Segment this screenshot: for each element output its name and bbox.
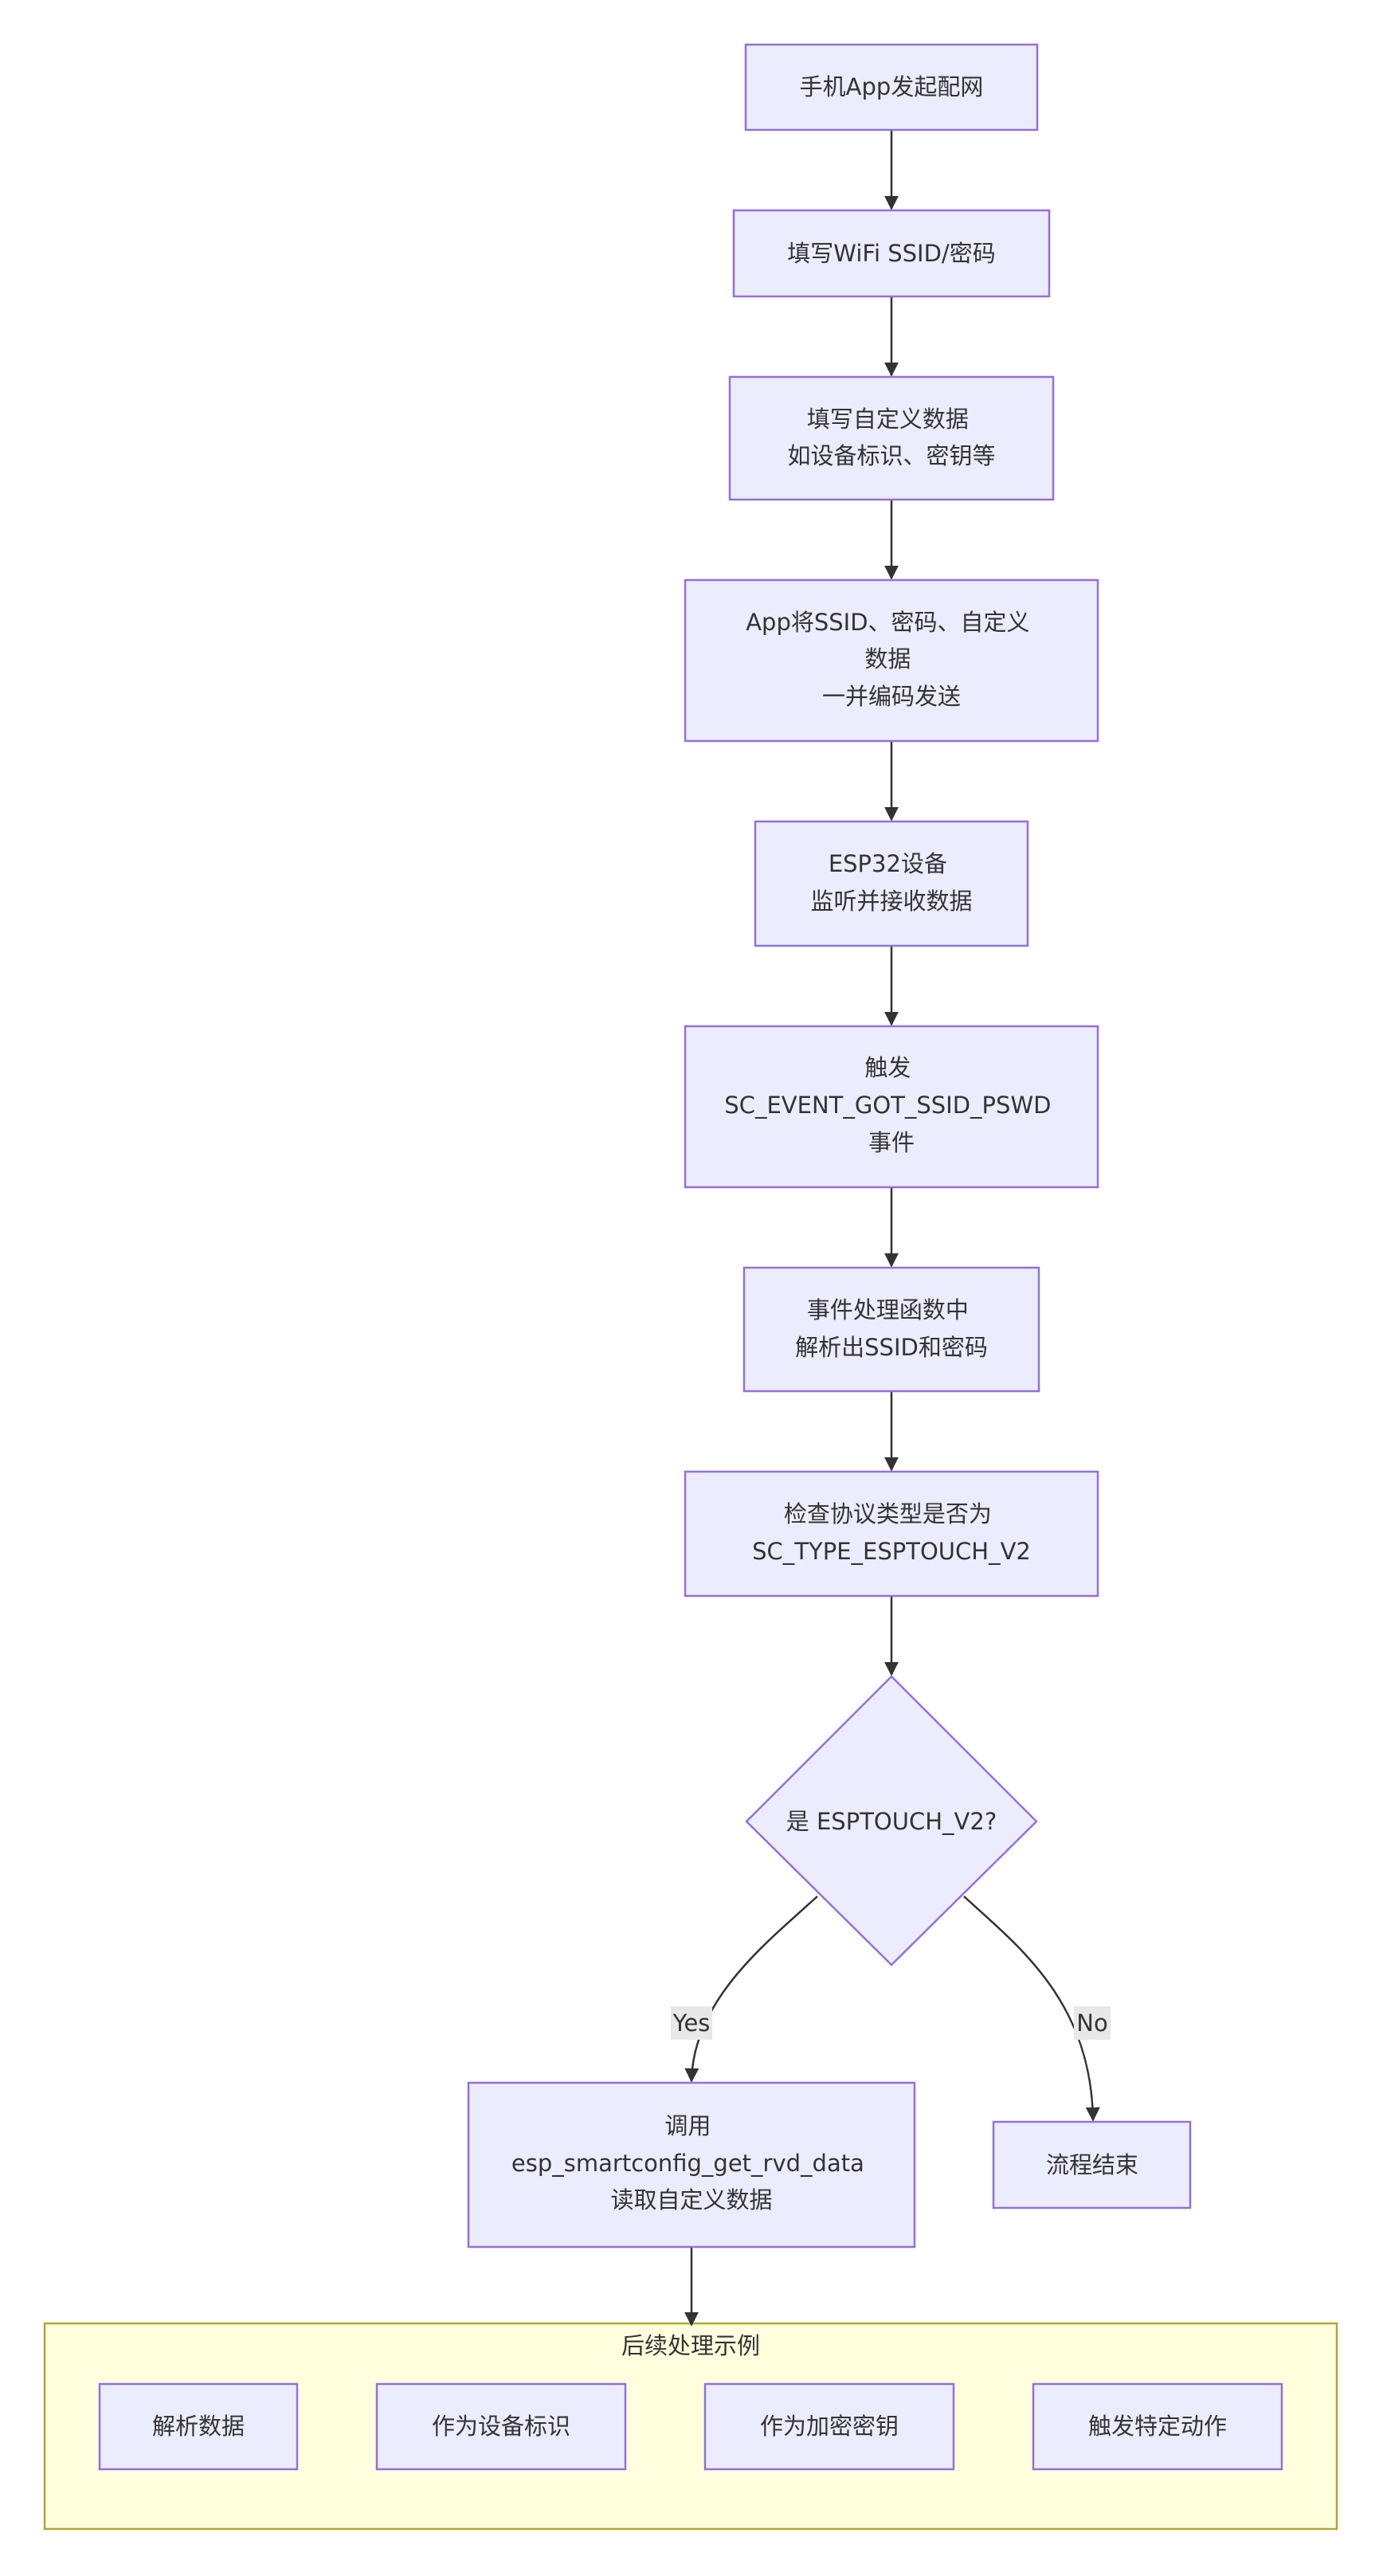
svg-text:ESP32设备 监听并接收数据: ESP32设备 监听并接收数据: [810, 850, 972, 915]
node-encode-send: App将SSID、密码、自定义 数据 一并编码发送: [684, 578, 1099, 743]
node-flow-end: 流程结束: [992, 2120, 1192, 2209]
cluster-item-parse-data: 解析数据: [98, 2382, 299, 2471]
cluster-item-trigger-action: 触发特定动作: [1032, 2382, 1283, 2471]
svg-text:App将SSID、密码、自定义 数据: App将SSID、密码、自定义 数据 一并编码发送: [746, 609, 1037, 710]
node-check-type: 检查协议类型是否为 SC_TYPE_ESPTOUCH_V2: [684, 1470, 1099, 1598]
svg-text:检查协议类型是否为 SC_TYPE_ESPTOU: 检查协议类型是否为 SC_TYPE_ESPTOUCH_V2: [752, 1500, 1031, 1565]
svg-text:手机App发起配网: 手机App发起配网: [800, 73, 984, 100]
edge-decision-no: [963, 1896, 1100, 2122]
cluster-item-device-id: 作为设备标识: [375, 2382, 627, 2471]
yes-label: Yes: [671, 2006, 712, 2040]
svg-text:填写自定义数据 如设备标识、密钥等: 填写自定义数据 如设备标识、密钥等: [787, 406, 995, 469]
svg-text:填写WiFi SSID/密码: 填写WiFi SSID/密码: [787, 240, 995, 267]
node-decision: 是 ESPTOUCH_V2?: [745, 1675, 1038, 1966]
svg-text:触发特定动作: 触发特定动作: [1088, 2413, 1227, 2440]
svg-text:作为设备标识: 作为设备标识: [432, 2413, 570, 2440]
cluster-title: 后续处理示例: [621, 2332, 760, 2359]
no-label: No: [1074, 2006, 1111, 2040]
node-trigger-event: 触发 SC_EVENT_GOT_SSID_PSWD 事件: [684, 1025, 1099, 1189]
node-parse: 事件处理函数中 解析出SSID和密码: [742, 1266, 1040, 1393]
node-esp-listen: ESP32设备 监听并接收数据: [754, 820, 1029, 947]
node-app-start: 手机App发起配网: [744, 43, 1039, 131]
svg-text:作为加密密钥: 作为加密密钥: [760, 2413, 899, 2440]
edge-decision-yes: [684, 1896, 818, 2083]
node-fill-wifi: 填写WiFi SSID/密码: [732, 209, 1051, 298]
node-fill-custom: 填写自定义数据 如设备标识、密钥等: [728, 375, 1055, 501]
svg-text:是 ESPTOUCH_V2?: 是 ESPTOUCH_V2?: [786, 1808, 997, 1835]
svg-text:No: No: [1076, 2009, 1107, 2037]
cluster-item-encryption-key: 作为加密密钥: [703, 2382, 955, 2471]
svg-text:触发 SC_EVENT_GOT_SSID_PSW: 触发 SC_EVENT_GOT_SSID_PSWD 事件: [724, 1054, 1058, 1156]
svg-text:Yes: Yes: [672, 2009, 711, 2037]
svg-text:解析数据: 解析数据: [152, 2413, 245, 2440]
svg-text:事件处理函数中 解析出SSID和密码: 事件处理函数中 解析出SSID和密码: [795, 1296, 988, 1361]
node-call-get: 调用 esp_smartconfig_get_rvd_data 读取自定义数据: [467, 2081, 916, 2249]
svg-text:流程结束: 流程结束: [1046, 2151, 1138, 2178]
svg-text:调用 esp_smartconfig_get_r: 调用 esp_smartconfig_get_rvd_data 读取自定义数据: [511, 2112, 872, 2213]
